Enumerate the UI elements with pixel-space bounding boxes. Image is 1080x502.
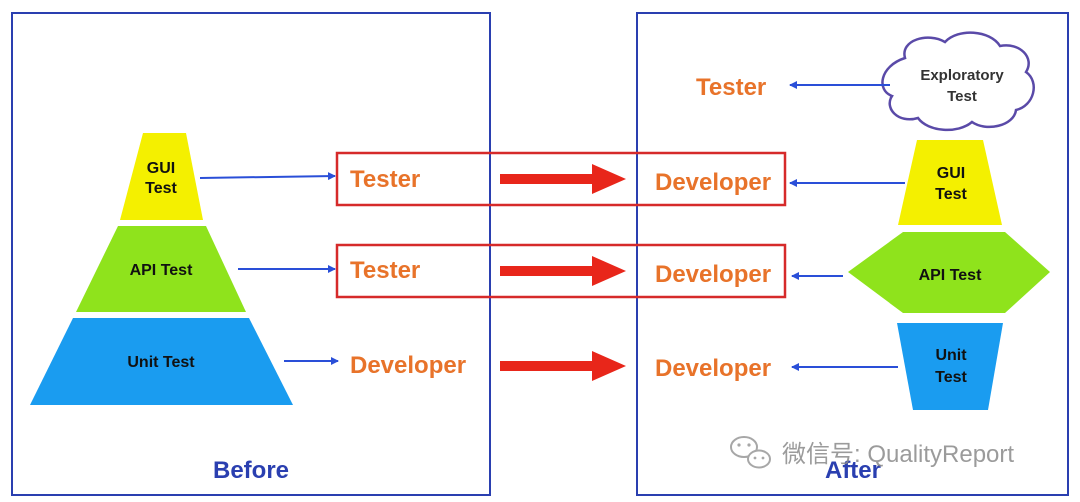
before-unit-test-shape <box>30 318 293 405</box>
before-gui-label-line1: GUI <box>147 160 175 177</box>
gui-transition-arrow <box>500 164 626 194</box>
exploratory-cloud-shape <box>881 31 1035 132</box>
api-transition-arrow <box>500 256 626 286</box>
before-api-test-shape <box>76 226 246 312</box>
before-unit-owner: Developer <box>350 352 466 379</box>
after-unit-label-line1: Unit <box>935 347 967 364</box>
exploratory-label-line2: Test <box>947 88 977 105</box>
after-unit-test-shape <box>897 323 1003 410</box>
after-unit-owner: Developer <box>655 355 771 382</box>
after-gui-test-shape <box>898 140 1002 225</box>
after-api-owner: Developer <box>655 261 771 288</box>
before-title: Before <box>213 457 289 484</box>
after-api-label: API Test <box>919 267 983 284</box>
before-unit-label: Unit Test <box>127 354 195 371</box>
after-gui-owner: Developer <box>655 169 771 196</box>
after-exploratory-owner: Tester <box>696 74 766 101</box>
watermark-text: 微信号: QualityReport <box>782 441 1014 468</box>
after-gui-label-line1: GUI <box>937 165 965 182</box>
after-panel <box>636 12 1069 496</box>
after-api-test-shape <box>848 232 1050 313</box>
wechat-icon <box>730 436 771 469</box>
before-gui-test-shape <box>120 133 203 220</box>
gui-highlight-box <box>335 151 787 207</box>
after-title: After <box>825 457 881 484</box>
after-gui-label-line2: Test <box>935 186 967 203</box>
before-gui-arrow <box>199 172 336 181</box>
unit-transition-arrow <box>500 351 626 381</box>
before-gui-owner: Tester <box>350 166 420 193</box>
exploratory-label-line1: Exploratory <box>920 67 1004 84</box>
before-api-owner: Tester <box>350 257 420 284</box>
api-highlight-box <box>335 243 787 299</box>
before-panel <box>11 12 491 496</box>
before-api-label: API Test <box>130 262 194 279</box>
before-gui-label-line2: Test <box>145 180 177 197</box>
after-unit-label-line2: Test <box>935 369 967 386</box>
